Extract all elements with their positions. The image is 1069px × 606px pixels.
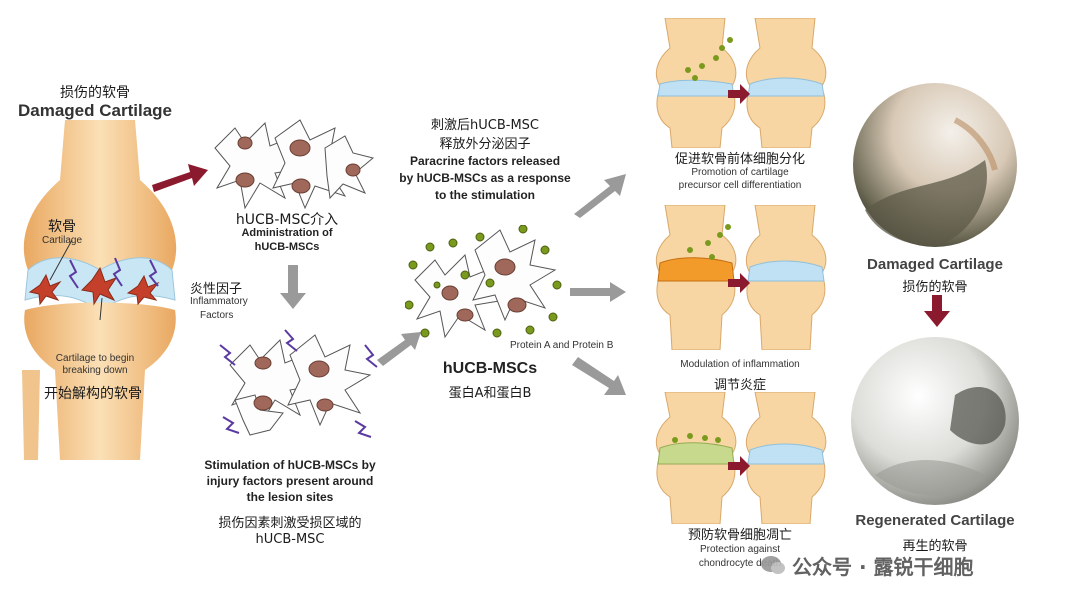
watermark-text: 公众号 · 露锐干细胞 — [792, 554, 974, 579]
regenerated-cartilage-photo — [851, 337, 1019, 505]
arrow-to-prevention — [572, 357, 626, 395]
breaking-label-cn: 开始解构的软骨 — [44, 386, 142, 402]
left-title-en: Damaged Cartilage — [18, 101, 172, 120]
arrow-down-red — [924, 295, 950, 327]
paracrine-cn-2: 释放外分泌因子 — [439, 137, 531, 152]
arrow-to-promotion — [574, 174, 626, 218]
damaged-cartilage-photo — [853, 83, 1017, 247]
prevention-en-1: Protection against — [699, 544, 781, 555]
watermark: 公众号 · 露锐干细胞 — [760, 550, 974, 580]
inflammatory-label-en-2: Factors — [200, 310, 234, 321]
paracrine-en-3: to the stimulation — [435, 188, 535, 202]
chat-bubble-icon — [761, 556, 785, 574]
protein-label-cn: 蛋白A和蛋白B — [448, 386, 532, 401]
stimulation-cn-2: hUCB-MSC — [255, 532, 325, 547]
inflammatory-label-en-1: Inflammatory — [190, 296, 248, 307]
arrow-to-modulation — [570, 282, 626, 302]
knee-pair-promotion — [655, 18, 827, 148]
right-damaged-cn: 损伤的软骨 — [902, 280, 968, 295]
right-regen-cn: 再生的软骨 — [902, 539, 968, 554]
damaged-knee-illustration — [22, 120, 177, 460]
modulation-en: Modulation of inflammation — [680, 359, 800, 370]
right-regen-en: Regenerated Cartilage — [855, 512, 1015, 529]
promotion-en-1: Promotion of cartilage — [691, 167, 789, 178]
cartilage-label-cn: 软骨 — [48, 219, 76, 235]
center-title: hUCB-MSCs — [442, 360, 538, 377]
knee-pair-modulation — [655, 205, 827, 350]
admin-label-en-2: hUCB-MSCs — [254, 241, 320, 253]
inflammatory-label-cn: 炎性因子 — [190, 282, 243, 297]
paracrine-cn-1: 刺激后hUCB-MSC — [431, 118, 539, 133]
breaking-label-en-1: Cartilage to begin — [55, 353, 135, 364]
admin-label-en-1: Administration of — [241, 227, 333, 239]
stimulation-en-2: injury factors present around — [206, 474, 374, 488]
stimulation-en-3: the lesion sites — [246, 490, 334, 504]
paracrine-en-2: by hUCB-MSCs as a response — [399, 171, 571, 185]
arrow-down-grey — [280, 265, 306, 309]
msc-cell-cluster-paracrine — [405, 225, 562, 339]
prevention-cn: 预防软骨细胞凋亡 — [687, 528, 792, 543]
right-damaged-en: Damaged Cartilage — [867, 256, 1003, 273]
promotion-cn: 促进软骨前体细胞分化 — [674, 152, 805, 167]
left-title-cn: 损伤的软骨 — [60, 85, 130, 101]
breaking-label-en-2: breaking down — [62, 365, 128, 376]
cartilage-label-en: Cartilage — [42, 235, 83, 246]
paracrine-en-1: Paracrine factors released — [409, 154, 561, 168]
msc-cell-cluster-admin — [214, 119, 375, 210]
prevention-en-2: chondrocyte death — [698, 558, 782, 569]
protein-label-en: Protein A and Protein B — [510, 340, 614, 351]
admin-label-cn: hUCB-MSC介入 — [235, 212, 339, 228]
modulation-cn: 调节炎症 — [713, 378, 766, 393]
stimulation-en-1: Stimulation of hUCB-MSCs by — [204, 458, 376, 472]
msc-cell-cluster-stimulated — [219, 329, 378, 438]
stimulation-cn-1: 损伤因素刺激受损区域的 — [218, 516, 362, 531]
arrow-right-red — [152, 164, 208, 192]
promotion-en-2: precursor cell differentiation — [678, 180, 802, 191]
knee-pair-prevention — [655, 392, 827, 524]
arrow-up-right-grey — [377, 332, 421, 366]
